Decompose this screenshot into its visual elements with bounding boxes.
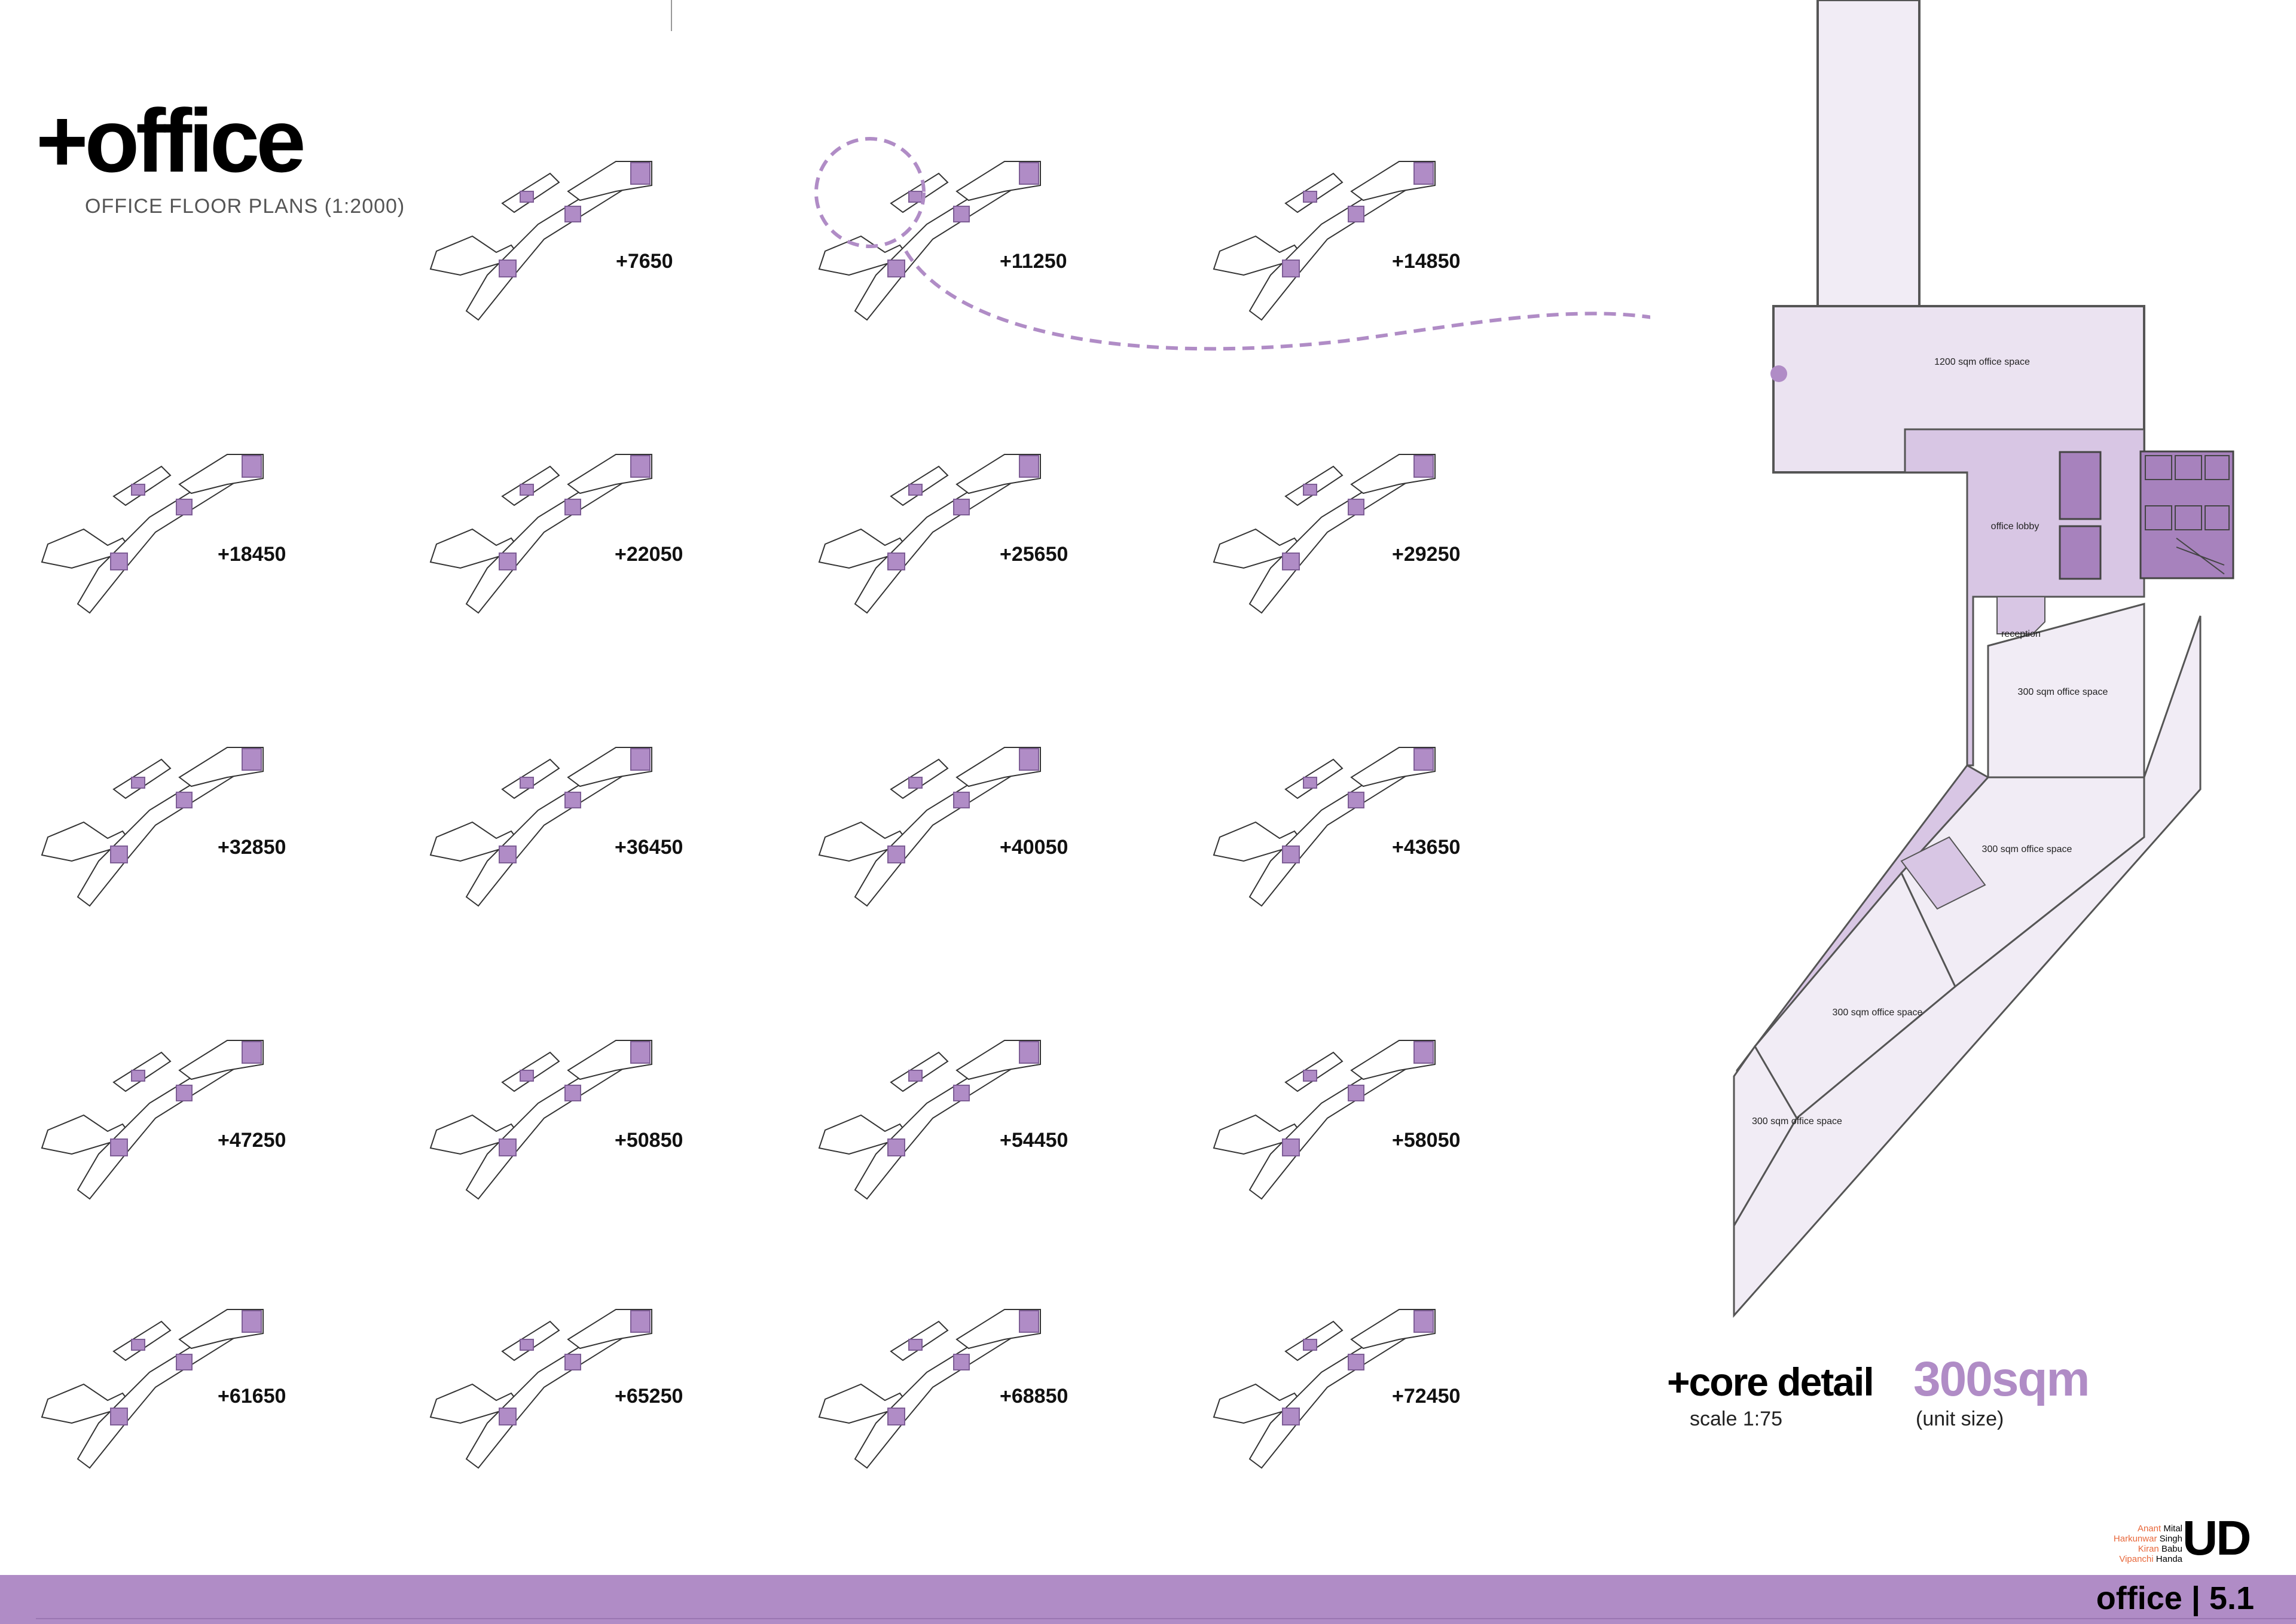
core-services	[2059, 525, 2102, 580]
callout-endpoint	[1770, 365, 1787, 382]
level-label-65250: +65250	[615, 1385, 683, 1408]
level-label-14850: +14850	[1392, 250, 1461, 273]
label-unit-a: 300 sqm office space	[2018, 687, 2108, 697]
level-label-61650: +61650	[218, 1385, 286, 1408]
floor-plan-7650	[430, 161, 652, 320]
floor-plan-11250	[819, 161, 1041, 320]
ud-logo: UD	[2182, 1511, 2251, 1565]
page-subtitle: OFFICE FLOOR PLANS (1:2000)	[85, 195, 405, 218]
label-unit-d: 300 sqm office space	[1752, 1116, 1842, 1127]
floor-plan-18450	[41, 454, 264, 613]
level-label-36450: +36450	[615, 836, 683, 859]
floor-plan-40050	[819, 747, 1041, 906]
top-divider	[671, 0, 672, 31]
floor-plan-14850	[1213, 161, 1436, 320]
level-label-50850: +50850	[615, 1129, 683, 1152]
core-toilets	[2059, 451, 2102, 520]
level-label-18450: +18450	[218, 543, 286, 566]
floor-plan-36450	[430, 747, 652, 906]
floor-plan-25650	[819, 454, 1041, 613]
floor-plan-43650	[1213, 747, 1436, 906]
label-unit-b: 300 sqm office space	[1982, 844, 2072, 854]
callout-leader	[904, 250, 1650, 351]
page-label: office | 5.1	[2096, 1580, 2254, 1616]
floor-plan-54450	[819, 1040, 1041, 1199]
level-label-47250: +47250	[218, 1129, 286, 1152]
unit-size-value: 300sqm	[1913, 1352, 2090, 1406]
level-label-40050: +40050	[1000, 836, 1068, 859]
level-label-43650: +43650	[1392, 836, 1461, 859]
level-label-72450: +72450	[1392, 1385, 1461, 1408]
level-label-29250: +29250	[1392, 543, 1461, 566]
label-office-lobby: office lobby	[1991, 521, 2039, 532]
page-title: +office	[36, 90, 306, 191]
footer-bar	[0, 1575, 2296, 1624]
label-unit-c: 300 sqm office space	[1833, 1008, 1923, 1018]
core-detail-plan: 1200 sqm office space office lobby recep…	[1733, 0, 2234, 1318]
credit-entry: Kiran Babu	[2138, 1544, 2182, 1554]
floor-plans-diagram	[41, 137, 1650, 1469]
mid-core	[1900, 836, 1986, 910]
level-label-22050: +22050	[615, 543, 683, 566]
floor-plan-47250	[41, 1040, 264, 1199]
floor-plan-50850	[430, 1040, 652, 1199]
callout-circle	[814, 137, 926, 248]
floor-plan-29250	[1213, 454, 1436, 613]
core-detail-title: +core detail	[1667, 1360, 1874, 1404]
unit-size-label: (unit size)	[1916, 1408, 2004, 1430]
level-label-54450: +54450	[1000, 1129, 1068, 1152]
level-label-58050: +58050	[1392, 1129, 1461, 1152]
floor-plan-58050	[1213, 1040, 1436, 1199]
floor-plan-22050	[430, 454, 652, 613]
label-reception: reception	[2001, 629, 2041, 639]
core-lifts-stairs	[2139, 450, 2234, 579]
level-label-32850: +32850	[218, 836, 286, 859]
team-credits: Anant Mital Harkunwar Singh Kiran Babu V…	[2057, 1524, 2182, 1564]
credit-entry: Anant Mital	[2137, 1524, 2182, 1534]
level-label-68850: +68850	[1000, 1385, 1068, 1408]
credit-entry: Harkunwar Singh	[2113, 1534, 2182, 1544]
reception-desk	[1996, 596, 2045, 634]
label-space-1200: 1200 sqm office space	[1934, 357, 2030, 367]
outer-wedge	[1733, 615, 2202, 1318]
level-label-7650: +7650	[616, 250, 673, 273]
level-label-11250: +11250	[1000, 250, 1067, 273]
footer-rule	[36, 1618, 2296, 1619]
floor-plan-32850	[41, 747, 264, 906]
tower-shaft	[1816, 0, 1921, 307]
core-detail-scale: scale 1:75	[1690, 1408, 1782, 1430]
credit-entry: Vipanchi Handa	[2119, 1554, 2182, 1564]
level-label-25650: +25650	[1000, 543, 1068, 566]
